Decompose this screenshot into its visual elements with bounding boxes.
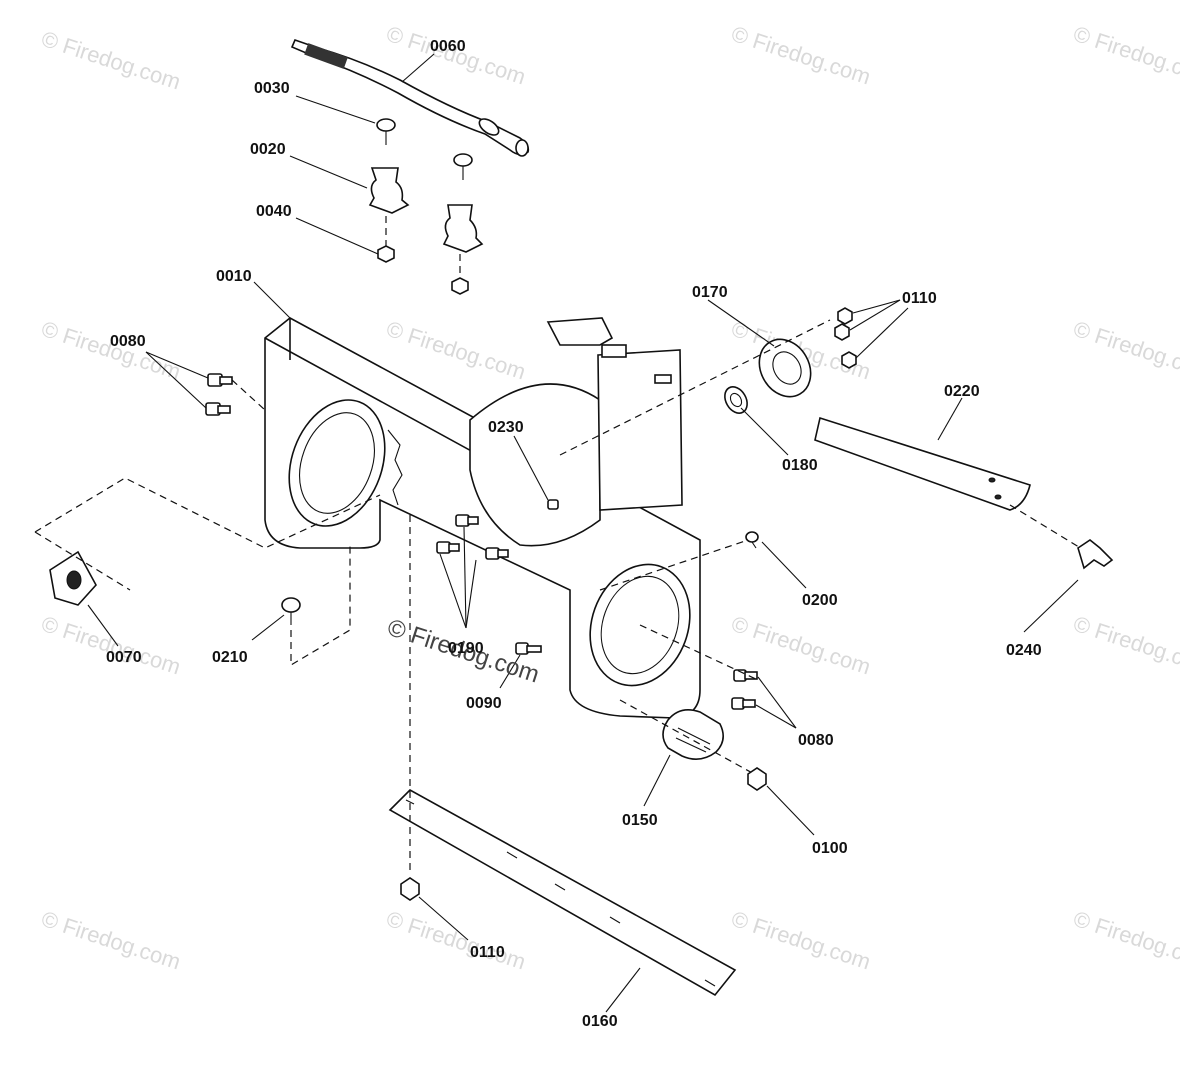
label-0160: 0160: [582, 1013, 618, 1030]
label-0070: 0070: [106, 649, 142, 666]
label-0220: 0220: [944, 383, 980, 400]
nuts-0110-top: [834, 307, 857, 369]
label-0110-bottom: 0110: [470, 944, 505, 961]
label-0080-left: 0080: [110, 333, 146, 350]
watermark: © Firedog.com: [38, 316, 183, 384]
bolt-0200: [745, 531, 759, 549]
label-0100: 0100: [812, 840, 848, 857]
nut-0040: [377, 216, 469, 295]
label-0240: 0240: [1006, 642, 1042, 659]
watermark: © Firedog.com: [38, 906, 183, 974]
bracket-0020: [368, 167, 484, 253]
label-0210: 0210: [212, 649, 248, 666]
label-0090: 0090: [466, 695, 502, 712]
wing-nut-0240: [1077, 539, 1114, 570]
leader-lines: [87, 53, 1079, 1013]
label-0190: 0190: [448, 640, 484, 657]
auger-housing: [264, 317, 701, 719]
label-0110-top: 0110: [902, 290, 937, 307]
label-0020: 0020: [250, 141, 286, 158]
label-0230: 0230: [488, 419, 524, 436]
bearing-0180: [724, 386, 748, 414]
screw-0030: [376, 118, 473, 180]
chute-crank-rod: [290, 38, 530, 157]
watermark: © Firedog.com: [383, 316, 528, 384]
cover-0150: [662, 709, 724, 760]
watermark: © Firedog.com: [1070, 21, 1180, 89]
scraper-bar-0160: [388, 789, 737, 997]
skid-0220: [814, 416, 1031, 511]
bolt-0230: [547, 499, 559, 510]
watermark: © Firedog.com: [1070, 316, 1180, 384]
watermark: © Firedog.com: [728, 611, 873, 679]
nut-0110-bottom: [400, 877, 420, 901]
part-labels: 0060 0030 0020 0040 0010 0080 0170 0110 …: [106, 38, 1042, 1030]
label-0200: 0200: [802, 592, 838, 609]
bolts-0080-right: [731, 669, 758, 710]
label-0040: 0040: [256, 203, 292, 220]
nut-0100: [747, 767, 767, 791]
watermark: © Firedog.com: [1070, 906, 1180, 974]
label-0170: 0170: [692, 284, 728, 301]
plate-0070: [49, 550, 97, 606]
label-0010: 0010: [216, 268, 252, 285]
label-0180: 0180: [782, 457, 818, 474]
watermark: © Firedog.com: [728, 21, 873, 89]
watermark: © Firedog.com: [383, 906, 528, 974]
watermark: © Firedog.com: [728, 906, 873, 974]
label-0080-right: 0080: [798, 732, 834, 749]
bearing-flange-0170: [758, 338, 812, 398]
label-0060: 0060: [430, 38, 466, 55]
watermark: © Firedog.com: [38, 26, 183, 94]
watermark: © Firedog.com: [1070, 611, 1180, 679]
bolts-0190: [436, 514, 509, 560]
bolt-0090: [515, 642, 542, 655]
label-0150: 0150: [622, 812, 658, 829]
carriage-bolt-0210: [281, 597, 301, 625]
bolts-0080-left: [205, 373, 233, 416]
watermark: © Firedog.com: [38, 611, 183, 679]
label-0030: 0030: [254, 80, 290, 97]
